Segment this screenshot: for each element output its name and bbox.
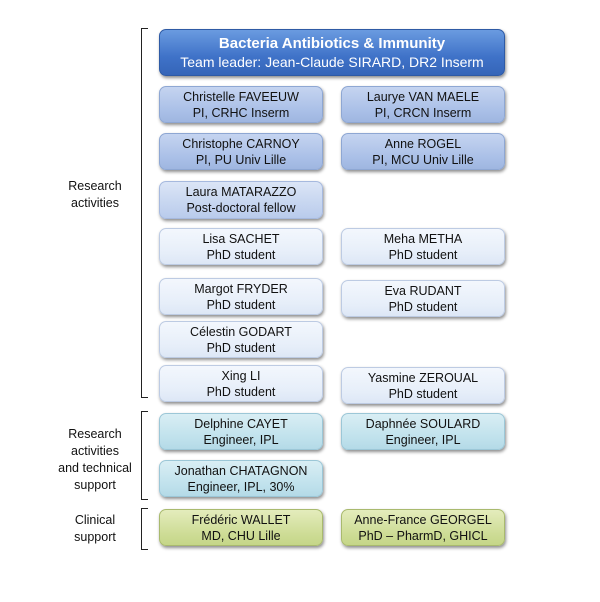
member-role: PhD student [388,386,458,401]
research-activities-bracket [141,28,148,398]
member-card: Jonathan CHATAGNON Engineer, IPL, 30% [159,460,323,497]
member-card: Anne ROGEL PI, MCU Univ Lille [341,133,505,170]
member-name: Lisa SACHET [202,231,280,246]
member-name: Xing LI [221,368,261,383]
member-name: Anne-France GEORGEL [354,512,492,527]
member-name: Daphnée SOULARD [365,416,481,431]
member-role: Engineer, IPL, 30% [187,479,295,494]
member-card: Laurye VAN MAELE PI, CRCN Inserm [341,86,505,123]
member-name: Jonathan CHATAGNON [174,463,308,478]
member-role: Engineer, IPL [385,432,461,447]
member-name: Margot FRYDER [194,281,288,296]
member-name: Laura MATARAZZO [185,185,297,199]
member-card: Margot FRYDER PhD student [159,278,323,315]
member-name: Anne ROGEL [384,136,462,151]
member-card: Daphnée SOULARD Engineer, IPL [341,413,505,450]
member-name: Christophe CARNOY [182,136,300,151]
member-role: PhD student [388,299,458,314]
team-leader: Team leader: Jean-Claude SIRARD, DR2 Ins… [180,53,484,70]
member-card: Meha METHA PhD student [341,228,505,265]
member-card: Frédéric WALLET MD, CHU Lille [159,509,323,546]
member-role: PhD student [388,247,458,262]
member-role: PhD – PharmD, GHICL [358,528,488,543]
member-name: Laurye VAN MAELE [366,89,480,104]
member-role: PhD student [206,384,276,399]
member-card: Célestin GODART PhD student [159,321,323,358]
member-role: PhD student [206,247,276,262]
member-card: Eva RUDANT PhD student [341,280,505,317]
member-card: Delphine CAYET Engineer, IPL [159,413,323,450]
member-name: Yasmine ZEROUAL [367,370,479,385]
member-role: PI, PU Univ Lille [195,152,287,167]
member-role: PhD student [206,340,276,355]
member-name: Delphine CAYET [194,416,288,431]
member-card: Laura MATARAZZO Post-doctoral fellow [159,181,323,219]
member-name: Célestin GODART [190,324,292,339]
member-role: PhD student [206,297,276,312]
member-role: Engineer, IPL [203,432,279,447]
member-card: Lisa SACHET PhD student [159,228,323,265]
member-name: Meha METHA [383,231,463,246]
team-header-box: Bacteria Antibiotics & Immunity Team lea… [159,29,505,76]
member-role: PI, MCU Univ Lille [372,152,474,167]
member-role: PI, CRCN Inserm [374,105,472,120]
member-name: Frédéric WALLET [191,512,291,527]
member-name: Christelle FAVEEUW [183,89,299,104]
technical-support-bracket [141,411,148,500]
clinical-support-bracket [141,508,148,550]
member-card: Christelle FAVEEUW PI, CRHC Inserm [159,86,323,123]
member-card: Christophe CARNOY PI, PU Univ Lille [159,133,323,170]
member-role: Post-doctoral fellow [186,201,296,215]
team-title: Bacteria Antibiotics & Immunity [218,34,446,52]
member-card: Xing LI PhD student [159,365,323,402]
member-role: PI, CRHC Inserm [192,105,290,120]
member-card: Yasmine ZEROUAL PhD student [341,367,505,404]
member-card: Anne-France GEORGEL PhD – PharmD, GHICL [341,509,505,546]
member-role: MD, CHU Lille [201,528,281,543]
member-name: Eva RUDANT [384,283,462,298]
